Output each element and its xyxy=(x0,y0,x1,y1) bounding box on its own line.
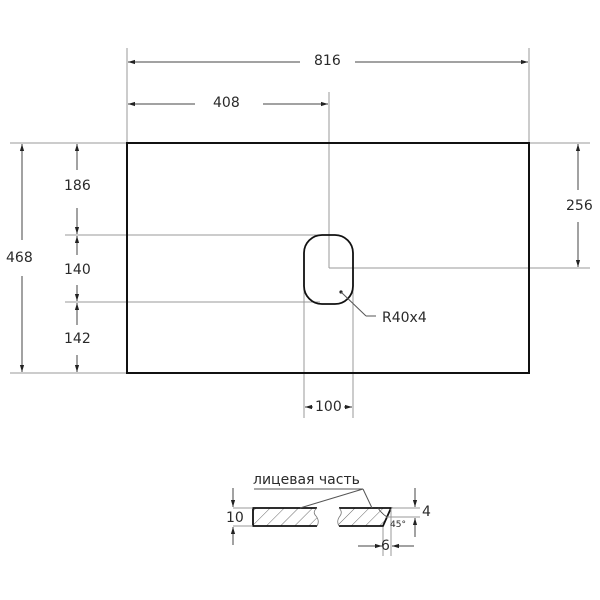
cutout-width-label: 100 xyxy=(315,399,342,415)
face-side-label: лицевая часть xyxy=(253,472,360,488)
thickness-label: 10 xyxy=(226,510,244,526)
extension-lines xyxy=(10,48,590,418)
overall-height-label: 468 xyxy=(6,250,33,266)
dimension-lines xyxy=(19,59,581,410)
cutout-center-y-label: 256 xyxy=(566,198,593,214)
cutout-slot xyxy=(303,234,354,305)
section-detail xyxy=(230,488,420,556)
chamfer-width-label: 6 xyxy=(381,538,390,554)
cutout-center-x-label: 408 xyxy=(213,95,240,111)
chamfer-angle-label: 45° xyxy=(390,520,406,530)
corner-radius-label: R40x4 xyxy=(382,310,427,326)
radius-leader xyxy=(339,290,376,317)
cutout-height-label: 140 xyxy=(64,262,91,278)
chamfer-height-label: 4 xyxy=(422,504,431,520)
countertop-outline xyxy=(126,142,530,374)
overall-width-label: 816 xyxy=(314,53,341,69)
cutout-bottom-offset-label: 142 xyxy=(64,331,91,347)
cutout-top-offset-label: 186 xyxy=(64,178,91,194)
